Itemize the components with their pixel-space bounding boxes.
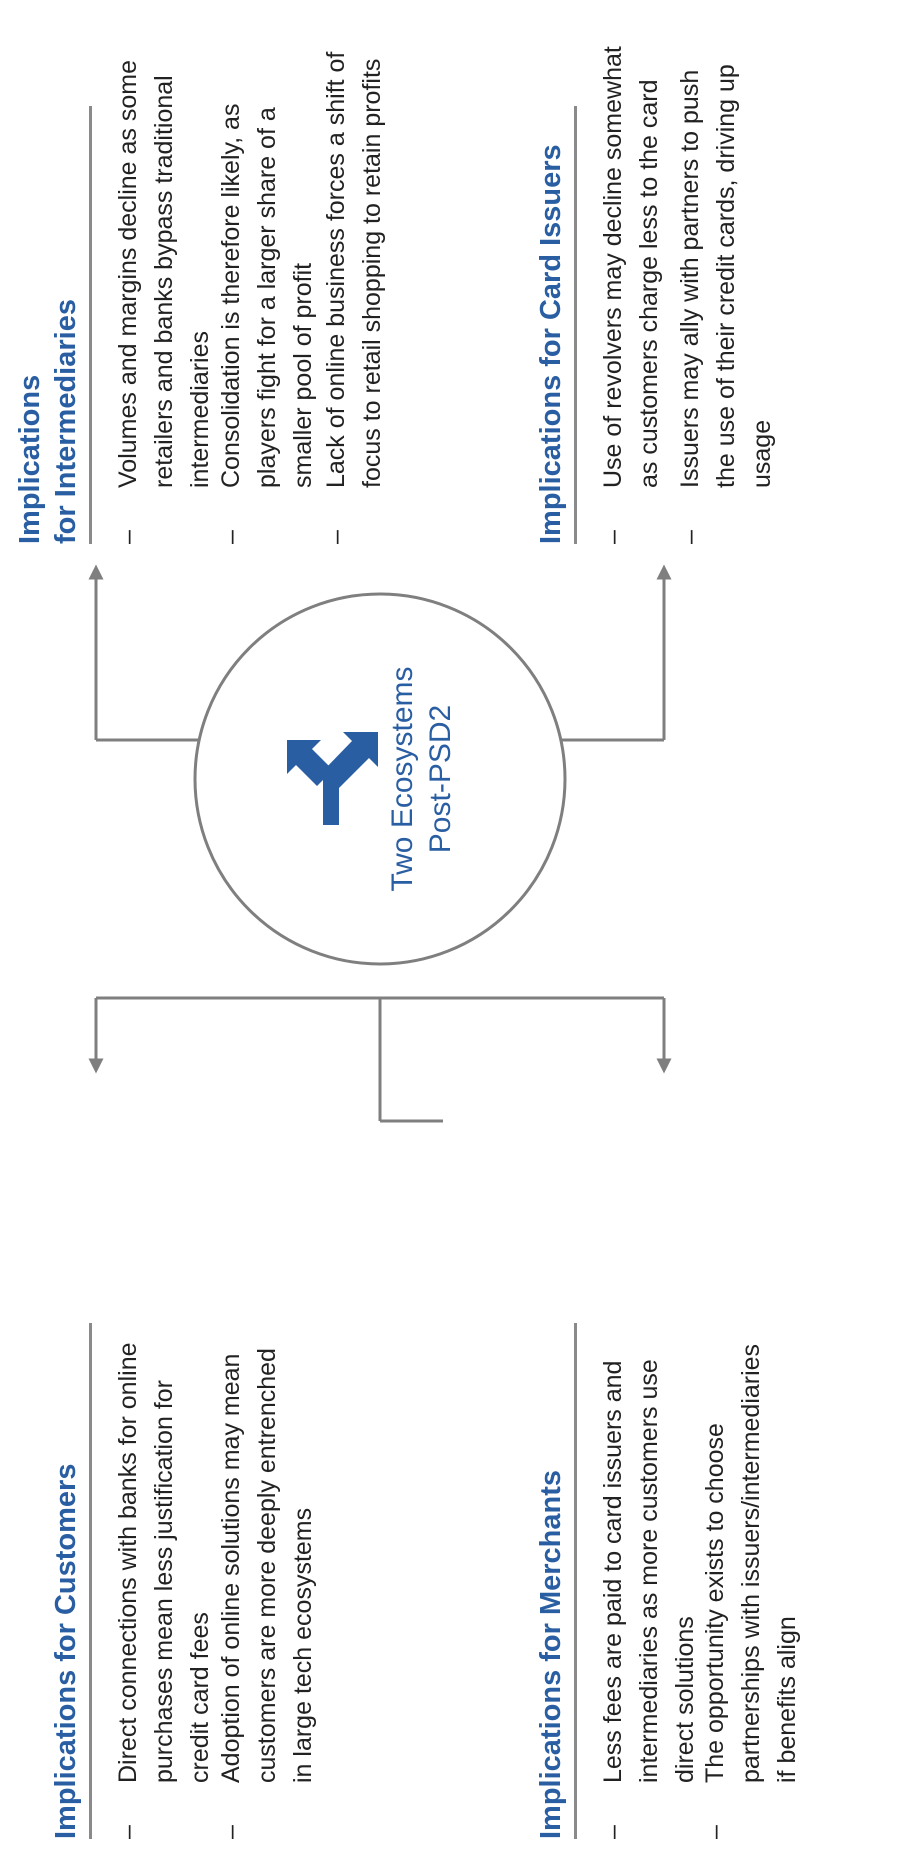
bullet-line: if benefits align: [773, 1616, 801, 1783]
bullet-line: Volumes and margins decline as some: [114, 59, 142, 488]
bullet-dash: –: [599, 530, 627, 544]
merchants-heading: Implications for Merchants: [535, 1469, 567, 1839]
bullet-line: focus to retail shopping to retain profi…: [358, 58, 386, 488]
bullet-line: usage: [748, 419, 776, 488]
merchants-rule: [574, 1323, 577, 1839]
bullet-line: Consolidation is therefore likely, as: [217, 103, 245, 488]
split-arrows-icon: [287, 732, 378, 825]
customers-heading: Implications for Customers: [50, 1463, 82, 1839]
bullet-line: partnerships with issuers/intermediaries: [737, 1343, 765, 1783]
intermediaries-heading-line1: Implications: [14, 374, 46, 544]
card-issuers-rule: [574, 106, 577, 544]
bullet-line: players fight for a larger share of a: [253, 107, 281, 488]
bullet-text: Lack of online business forces a shift o…: [318, 52, 390, 488]
bullet-dash: –: [114, 530, 142, 544]
bullet-text: Less fees are paid to card issuers and i…: [595, 1359, 703, 1783]
bullet-text: Volumes and margins decline as some reta…: [110, 60, 218, 488]
bullet-line: Issuers may ally with partners to push: [676, 69, 704, 488]
intermediaries-heading-line2: for Intermediaries: [50, 299, 82, 544]
bullet-dash: –: [217, 530, 245, 544]
bullet-line: Direct connections with banks for online: [114, 1342, 142, 1783]
bullet-line: The opportunity exists to choose: [701, 1423, 729, 1783]
center-label-line1: Two Ecosystems: [386, 666, 419, 891]
bullet-text: Adoption of online solutions may mean cu…: [213, 1348, 321, 1783]
center-circle: [193, 592, 567, 966]
bullet-text: The opportunity exists to choose partner…: [697, 1344, 805, 1783]
bullet-dash: –: [114, 1825, 142, 1839]
bullet-line: in large tech ecosystems: [289, 1507, 317, 1783]
bullet-line: Use of revolvers may decline somewhat: [599, 46, 627, 488]
bullet-line: the use of their credit cards, driving u…: [712, 64, 740, 488]
bullet-text: Use of revolvers may decline somewhat as…: [595, 46, 667, 488]
bullet-text: Direct connections with banks for online…: [110, 1342, 218, 1783]
bullet-dash: –: [599, 1825, 627, 1839]
bullet-line: as customers charge less to the card: [635, 79, 663, 488]
card-issuers-heading: Implications for Card Issuers: [535, 144, 567, 544]
bullet-line: smaller pool of profit: [289, 262, 317, 488]
bullet-line: Adoption of online solutions may mean: [217, 1353, 245, 1783]
bullet-line: purchases mean less justification for: [150, 1380, 178, 1783]
intermediaries-rule: [89, 106, 92, 544]
bullet-line: retailers and banks bypass traditional: [150, 75, 178, 488]
customers-rule: [89, 1323, 92, 1839]
bullet-dash: –: [701, 1825, 729, 1839]
bullet-dash: –: [217, 1825, 245, 1839]
bullet-dash: –: [676, 530, 704, 544]
bullet-line: Less fees are paid to card issuers and: [599, 1360, 627, 1783]
bullet-text: Issuers may ally with partners to push t…: [672, 64, 780, 488]
center-label-line2: Post-PSD2: [424, 705, 457, 853]
bullet-line: Lack of online business forces a shift o…: [322, 51, 350, 488]
bullet-text: Consolidation is therefore likely, as pl…: [213, 104, 321, 488]
bullet-line: customers are more deeply entrenched: [253, 1348, 281, 1783]
bullet-line: intermediaries as more customers use: [635, 1359, 663, 1783]
bullet-dash: –: [322, 530, 350, 544]
